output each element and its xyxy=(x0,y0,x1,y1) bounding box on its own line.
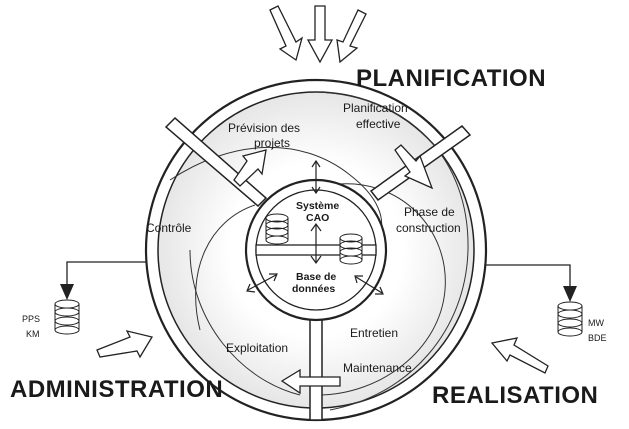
input-arrows xyxy=(96,5,549,395)
label-phase-1: Phase de xyxy=(404,205,455,219)
label-store-right-2: BDE xyxy=(588,333,607,343)
label-systeme-1: Système xyxy=(296,200,339,212)
top-arrow-right xyxy=(336,9,367,64)
label-planification-1: Planification xyxy=(343,101,408,115)
stage-arrow-construction xyxy=(394,144,434,190)
label-planification-2: effective xyxy=(356,117,401,131)
spiral-lines xyxy=(169,91,469,411)
label-store-left-1: PPS xyxy=(22,314,40,324)
region-realisation: REALISATION xyxy=(432,382,598,409)
label-exploitation: Exploitation xyxy=(226,341,288,355)
label-entretien: Entretien xyxy=(350,326,398,340)
hub-database-left-icon xyxy=(265,213,289,245)
label-base-1: Base de xyxy=(296,271,336,283)
region-administration: ADMINISTRATION xyxy=(10,376,223,403)
left-inlet-arrow xyxy=(96,330,154,359)
storage-connectors xyxy=(66,261,571,290)
storage-arrowheads xyxy=(60,284,577,302)
label-store-left-2: KM xyxy=(26,329,40,339)
label-prevision-2: projets xyxy=(254,136,290,150)
top-arrow-left xyxy=(269,5,304,62)
region-planification: PLANIFICATION xyxy=(356,65,546,92)
top-arrow-middle xyxy=(306,5,334,64)
label-maintenance: Maintenance xyxy=(343,361,412,375)
label-phase-2: construction xyxy=(396,221,461,235)
label-store-right-1: MW xyxy=(588,318,604,328)
database-left-icon xyxy=(54,299,80,335)
label-prevision-1: Prévision des xyxy=(228,121,300,135)
right-inlet-arrow xyxy=(490,337,549,374)
stage-arrow-exploitation xyxy=(280,368,341,395)
database-right-icon xyxy=(557,301,583,337)
label-systeme-2: CAO xyxy=(306,212,329,224)
label-controle: Contrôle xyxy=(146,221,192,235)
stage-arrow-prevision xyxy=(233,149,267,187)
hub-database-right-icon xyxy=(339,233,363,265)
hub-arrows xyxy=(246,159,384,295)
label-base-2: données xyxy=(292,283,335,295)
